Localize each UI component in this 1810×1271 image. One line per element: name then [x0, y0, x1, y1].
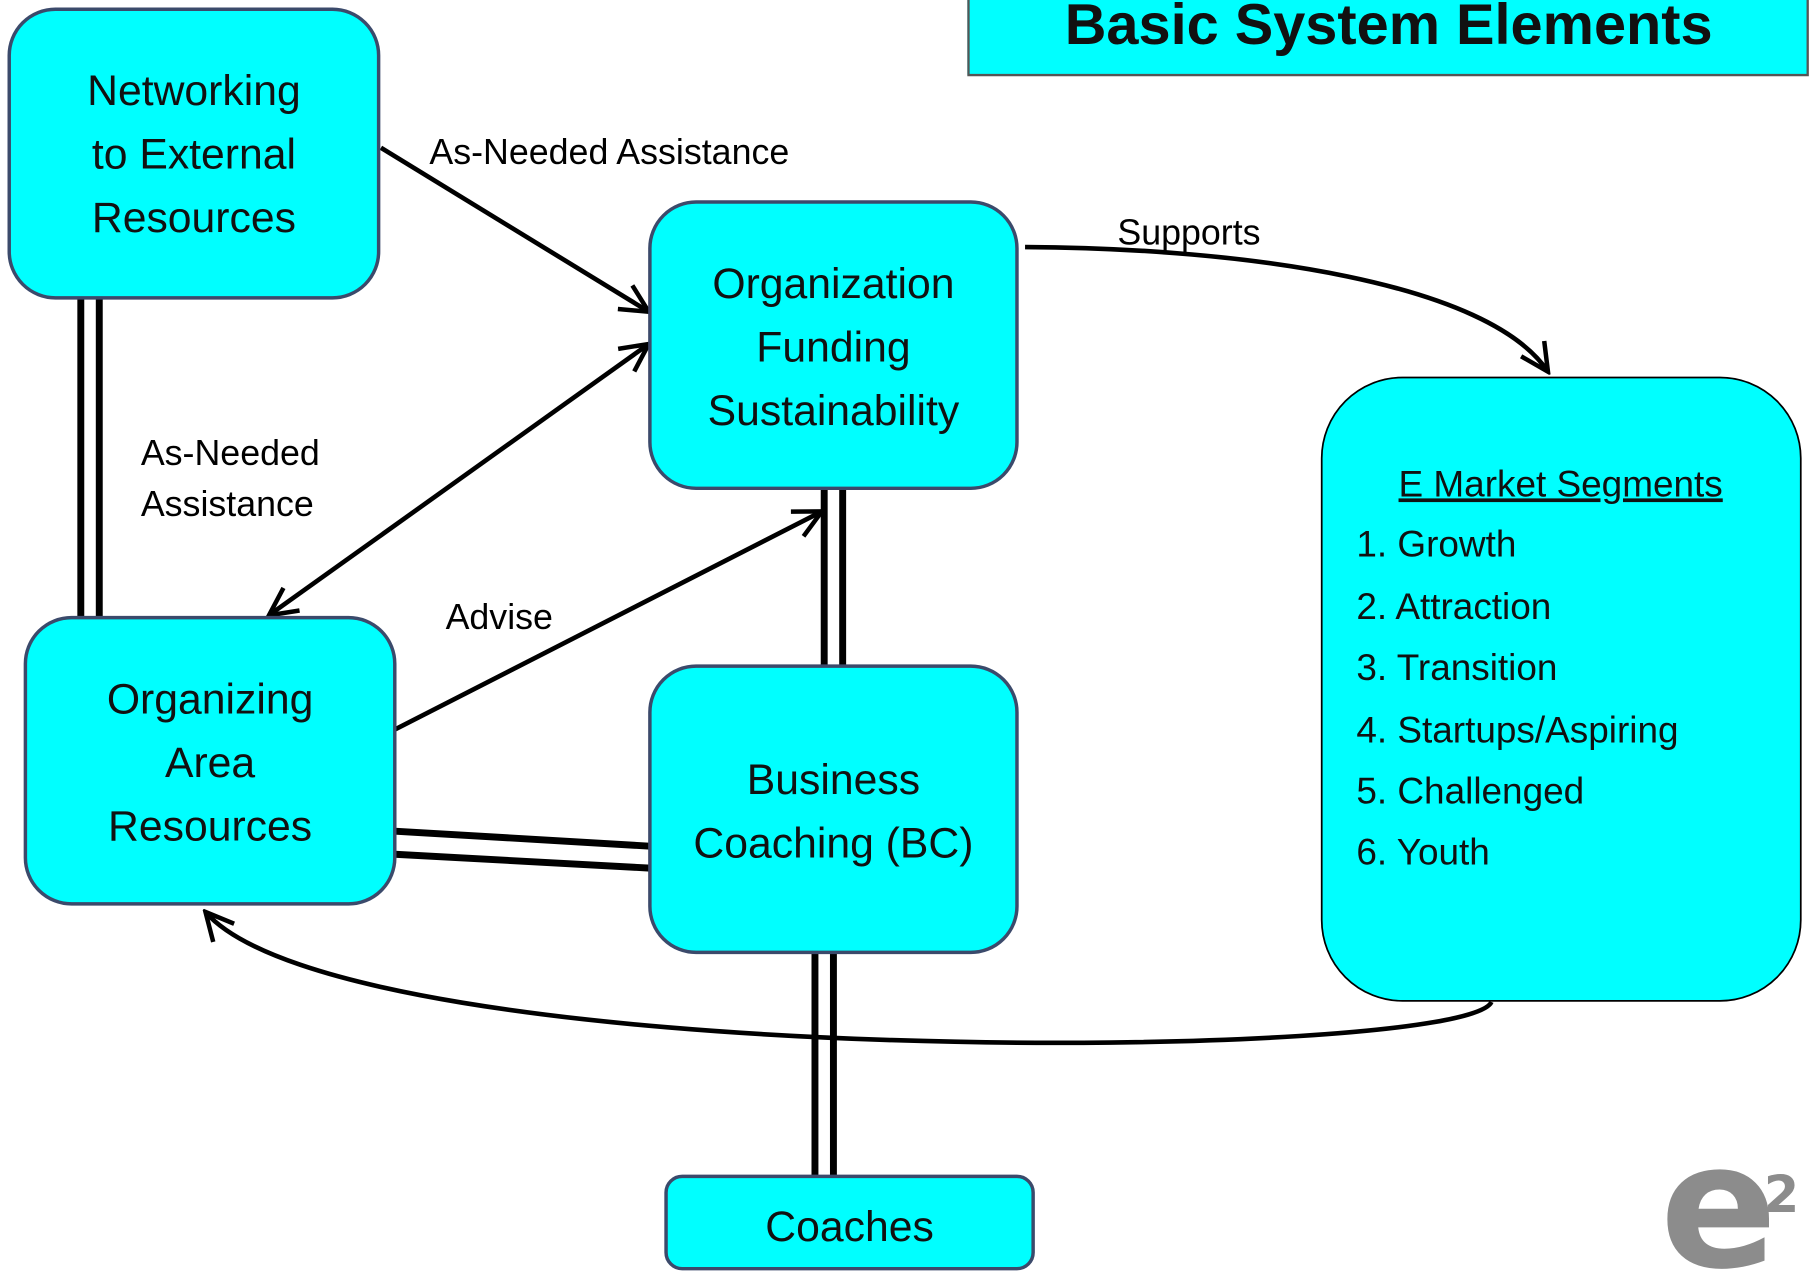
node-organizing: Organizing Area Resources	[23, 615, 397, 906]
market-segment-item: 6. Youth	[1356, 832, 1489, 873]
title-box-border	[967, 0, 1809, 77]
arrow-supports	[1025, 244, 1548, 372]
market-segments-heading: E Market Segments	[1399, 463, 1723, 504]
node-organization-line1: Organization	[712, 260, 954, 308]
connector-organization-business	[820, 488, 847, 667]
arrow-organization-organizing-bidirectional	[269, 344, 649, 615]
node-organizing-line2: Area	[165, 739, 255, 787]
node-networking: Networking to External Resources	[7, 7, 381, 300]
arrow-segments-to-organizing	[205, 912, 1494, 1046]
node-business-coaching-line1: Business	[747, 756, 920, 804]
node-coaches-label: Coaches	[765, 1203, 934, 1251]
connector-business-coaches	[811, 952, 837, 1177]
market-segment-item: 2. Attraction	[1356, 586, 1551, 627]
arrow-networking-to-organization	[379, 145, 649, 312]
node-business-coaching-line2: Coaching (BC)	[693, 820, 973, 868]
node-business-coaching: Business Coaching (BC)	[648, 664, 1019, 955]
node-organization-line2: Funding	[756, 323, 910, 371]
market-segment-item: 1. Growth	[1356, 523, 1516, 564]
node-organizing-line1: Organizing	[107, 675, 314, 723]
connector-organizing-business	[394, 827, 651, 872]
node-networking-line3: Resources	[92, 194, 296, 242]
market-segment-item: 5. Challenged	[1356, 770, 1584, 811]
node-market-segments: E Market Segments 1. Growth 2. Attractio…	[1320, 376, 1802, 1002]
arrow-advise	[393, 511, 822, 732]
node-networking-line2: to External	[92, 131, 296, 179]
label-as-needed-line2: Assistance	[141, 484, 314, 524]
node-organization: Organization Funding Sustainability	[648, 200, 1019, 491]
e2-logo: e 2	[1660, 1105, 1799, 1271]
node-coaches: Coaches	[664, 1174, 1035, 1271]
page-title: Basic System Elements	[1065, 0, 1713, 57]
title-box	[967, 0, 1808, 76]
logo-letter: e	[1660, 1105, 1777, 1271]
market-segment-item: 3. Transition	[1356, 647, 1557, 688]
connector-networking-organizing	[77, 297, 103, 618]
label-advise: Advise	[446, 597, 553, 637]
node-networking-line1: Networking	[87, 67, 301, 115]
title-banner: Basic System Elements	[967, 0, 1809, 77]
node-organization-line3: Sustainability	[708, 387, 960, 435]
market-segment-item: 4. Startups/Aspiring	[1356, 709, 1678, 750]
node-organizing-line3: Resources	[108, 802, 312, 850]
label-as-needed-assistance-top: As-Needed Assistance	[429, 132, 789, 172]
label-as-needed-line1: As-Needed	[141, 433, 320, 473]
logo-superscript: 2	[1764, 1165, 1799, 1224]
label-supports: Supports	[1117, 213, 1260, 253]
